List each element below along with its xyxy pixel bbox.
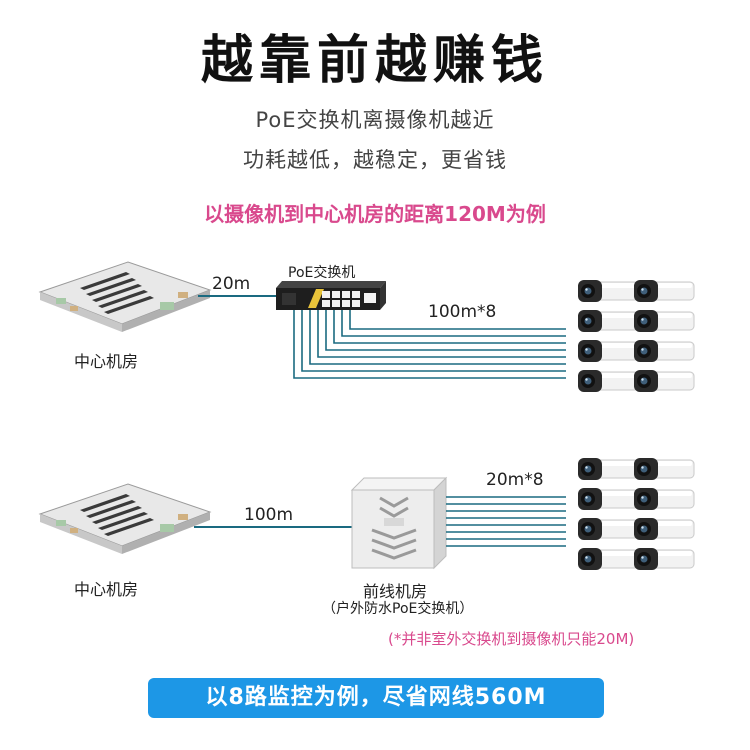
- camera-icon: [632, 336, 696, 366]
- camera-icon: [576, 454, 640, 484]
- room-label-top: 中心机房: [74, 348, 138, 372]
- cables-frontline-to-cameras: [446, 497, 566, 546]
- camera-icon: [576, 366, 640, 396]
- camera-icon: [576, 484, 640, 514]
- camera-icon: [632, 276, 696, 306]
- distance-switch-to-cameras-top: 100m*8: [428, 302, 496, 322]
- camera-icon: [576, 276, 640, 306]
- distance-room-to-frontline: 100m: [244, 505, 293, 525]
- camera-icon: [632, 514, 696, 544]
- switch-label: PoE交换机: [288, 262, 355, 282]
- camera-icon: [632, 454, 696, 484]
- distance-room-to-switch-top: 20m: [212, 274, 250, 294]
- distance-frontline-to-cameras: 20m*8: [486, 470, 544, 490]
- camera-icon: [632, 484, 696, 514]
- server-room-top: [40, 262, 210, 332]
- outdoor-cabinet-icon: [352, 478, 446, 568]
- camera-icon: [632, 366, 696, 396]
- camera-icon: [576, 336, 640, 366]
- server-room-bottom: [40, 484, 210, 554]
- room-label-bottom: 中心机房: [74, 576, 138, 600]
- camera-icon: [576, 544, 640, 574]
- camera-icon: [632, 544, 696, 574]
- camera-icon: [576, 306, 640, 336]
- frontline-room-sublabel: （户外防水PoE交换机）: [322, 598, 473, 618]
- camera-icon: [632, 306, 696, 336]
- poe-switch-icon: [276, 281, 386, 310]
- footnote: (*并非室外交换机到摄像机只能20M): [388, 628, 634, 649]
- summary-banner: 以8路监控为例，尽省网线560M: [148, 678, 604, 718]
- camera-icon: [576, 514, 640, 544]
